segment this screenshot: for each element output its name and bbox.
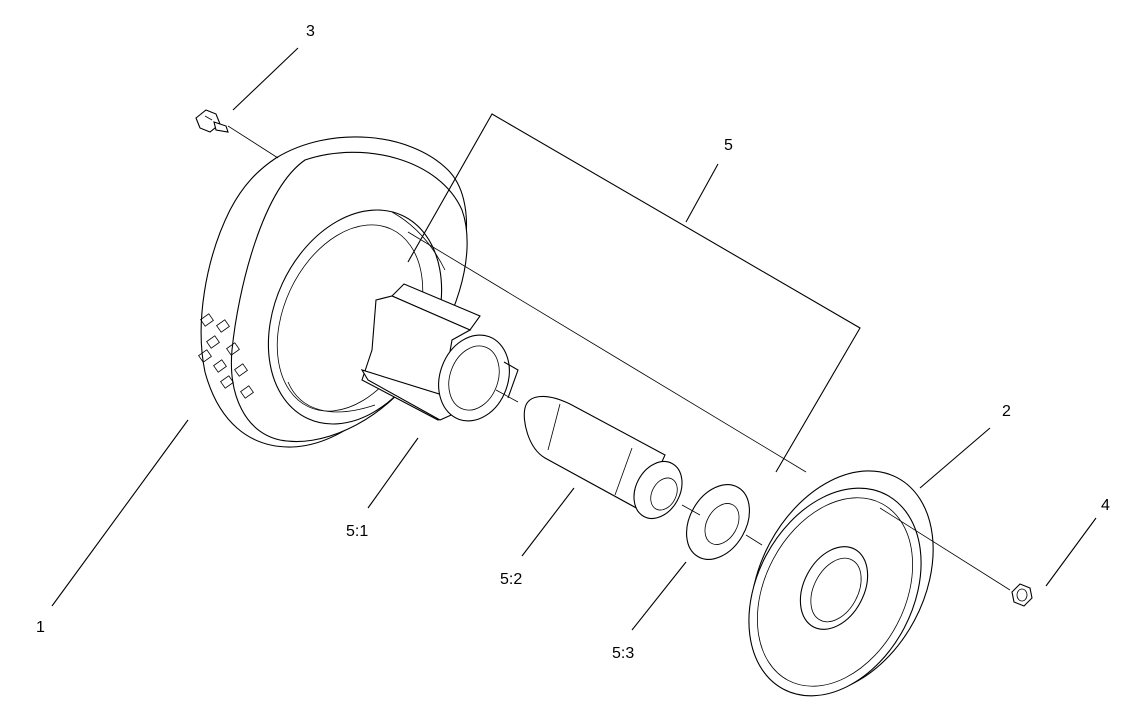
hub-part-5-1 [360,283,519,422]
callout-4: 4 [1101,497,1110,514]
callout-5: 5 [724,137,733,154]
leader-lines [51,47,1097,631]
center-lines [227,125,1011,591]
bolt-part-3 [195,109,229,133]
axle-sleeve-part-5-2 [523,396,683,519]
callout-5-1: 5:1 [346,523,368,540]
callout-5-3: 5:3 [612,645,634,662]
spacer-part-5-3 [686,484,750,560]
nut-part-4 [1011,583,1033,607]
callout-2: 2 [1002,403,1011,420]
callout-labels: 1 2 3 4 5 5:1 5:2 5:3 [36,23,1110,662]
assembly-5-bracket [407,113,861,473]
callout-1: 1 [36,619,45,636]
wheel-cover-part-2 [748,470,934,697]
callout-3: 3 [306,23,315,40]
callout-5-2: 5:2 [500,571,522,588]
